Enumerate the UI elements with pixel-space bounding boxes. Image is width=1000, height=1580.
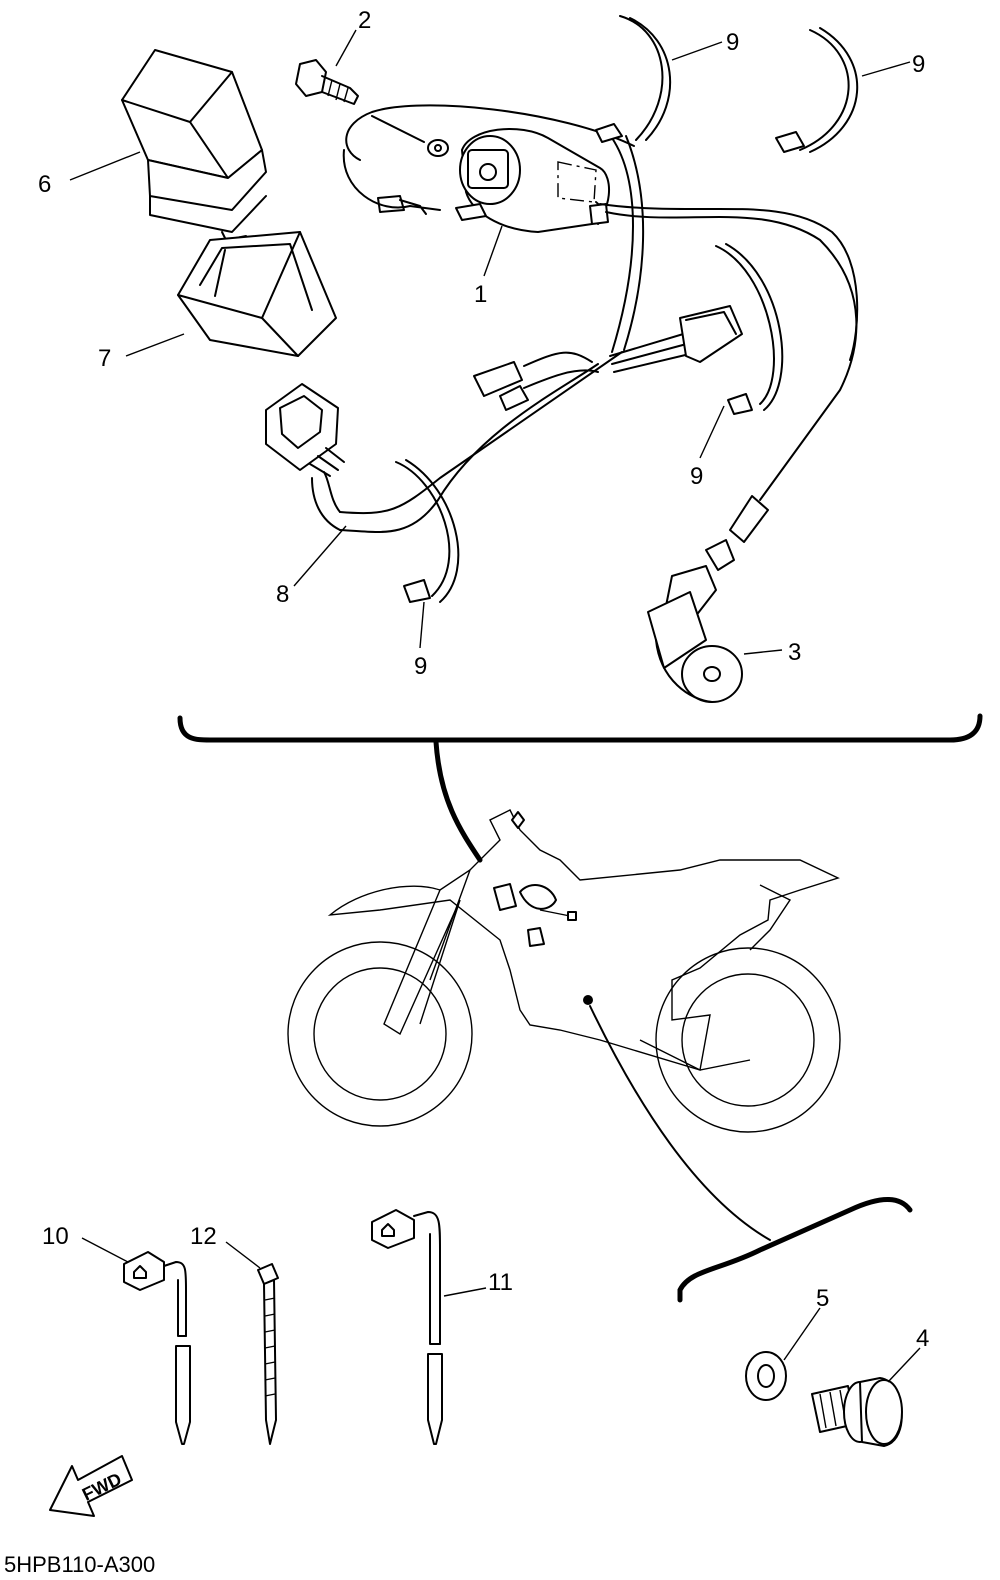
- callout-4: 4: [916, 1325, 929, 1352]
- callout-9-a: 9: [726, 29, 739, 56]
- part-10-lead[interactable]: [123, 1251, 191, 1445]
- high-tension-lead: [605, 211, 858, 501]
- part-9-band-d[interactable]: [395, 459, 460, 603]
- diagram-code: 5HPB110-A300: [4, 1552, 155, 1577]
- callout-3: 3: [788, 639, 801, 666]
- part-3-plug-cap[interactable]: [647, 495, 769, 703]
- fwd-arrow-icon: FWD: [49, 1455, 133, 1517]
- coil-wire-lower: [342, 149, 441, 215]
- part-5-washer[interactable]: [745, 1351, 787, 1401]
- coil-wire-terminal: [377, 195, 405, 213]
- part-12-cable-tie[interactable]: [257, 1263, 279, 1445]
- part-2-bolt[interactable]: [295, 59, 359, 105]
- callout-6: 6: [38, 171, 51, 198]
- coil-wire-upper: [345, 104, 635, 161]
- lower-group-bracket: [677, 1197, 913, 1303]
- part-6-cdi-unit[interactable]: [121, 49, 267, 241]
- callout-labels: 1 2 3 4 5 6 7 8 9 9 9 9 10 11 12: [38, 7, 929, 1352]
- callout-9-c: 9: [690, 463, 703, 490]
- part-1-ignition-coil[interactable]: [427, 127, 611, 233]
- coil-ground-wire: [611, 137, 634, 353]
- callout-leaders: [69, 29, 921, 1383]
- callout-7: 7: [98, 345, 111, 372]
- motorcycle-outline: [287, 809, 841, 1133]
- callout-8: 8: [276, 581, 289, 608]
- callout-2: 2: [358, 7, 371, 34]
- part-11-lead[interactable]: [371, 1209, 443, 1445]
- callout-9-b: 9: [912, 51, 925, 78]
- frame-mount-leader: [589, 1005, 771, 1241]
- part-9-band-c[interactable]: [715, 243, 784, 415]
- part-7-cdi-cover[interactable]: [177, 231, 337, 357]
- part-9-band-a[interactable]: [595, 15, 672, 143]
- bracket-leader: [433, 739, 483, 863]
- callout-9-d: 9: [414, 653, 427, 680]
- callout-5: 5: [816, 1285, 829, 1312]
- callout-12: 12: [190, 1223, 217, 1250]
- part-8-wire-harness[interactable]: [265, 305, 743, 533]
- part-4-bolt[interactable]: [811, 1377, 903, 1447]
- callout-1: 1: [474, 281, 487, 308]
- upper-group-bracket: [177, 713, 983, 743]
- callout-10: 10: [42, 1223, 69, 1250]
- callout-11: 11: [488, 1269, 513, 1296]
- part-9-band-b[interactable]: [775, 27, 858, 153]
